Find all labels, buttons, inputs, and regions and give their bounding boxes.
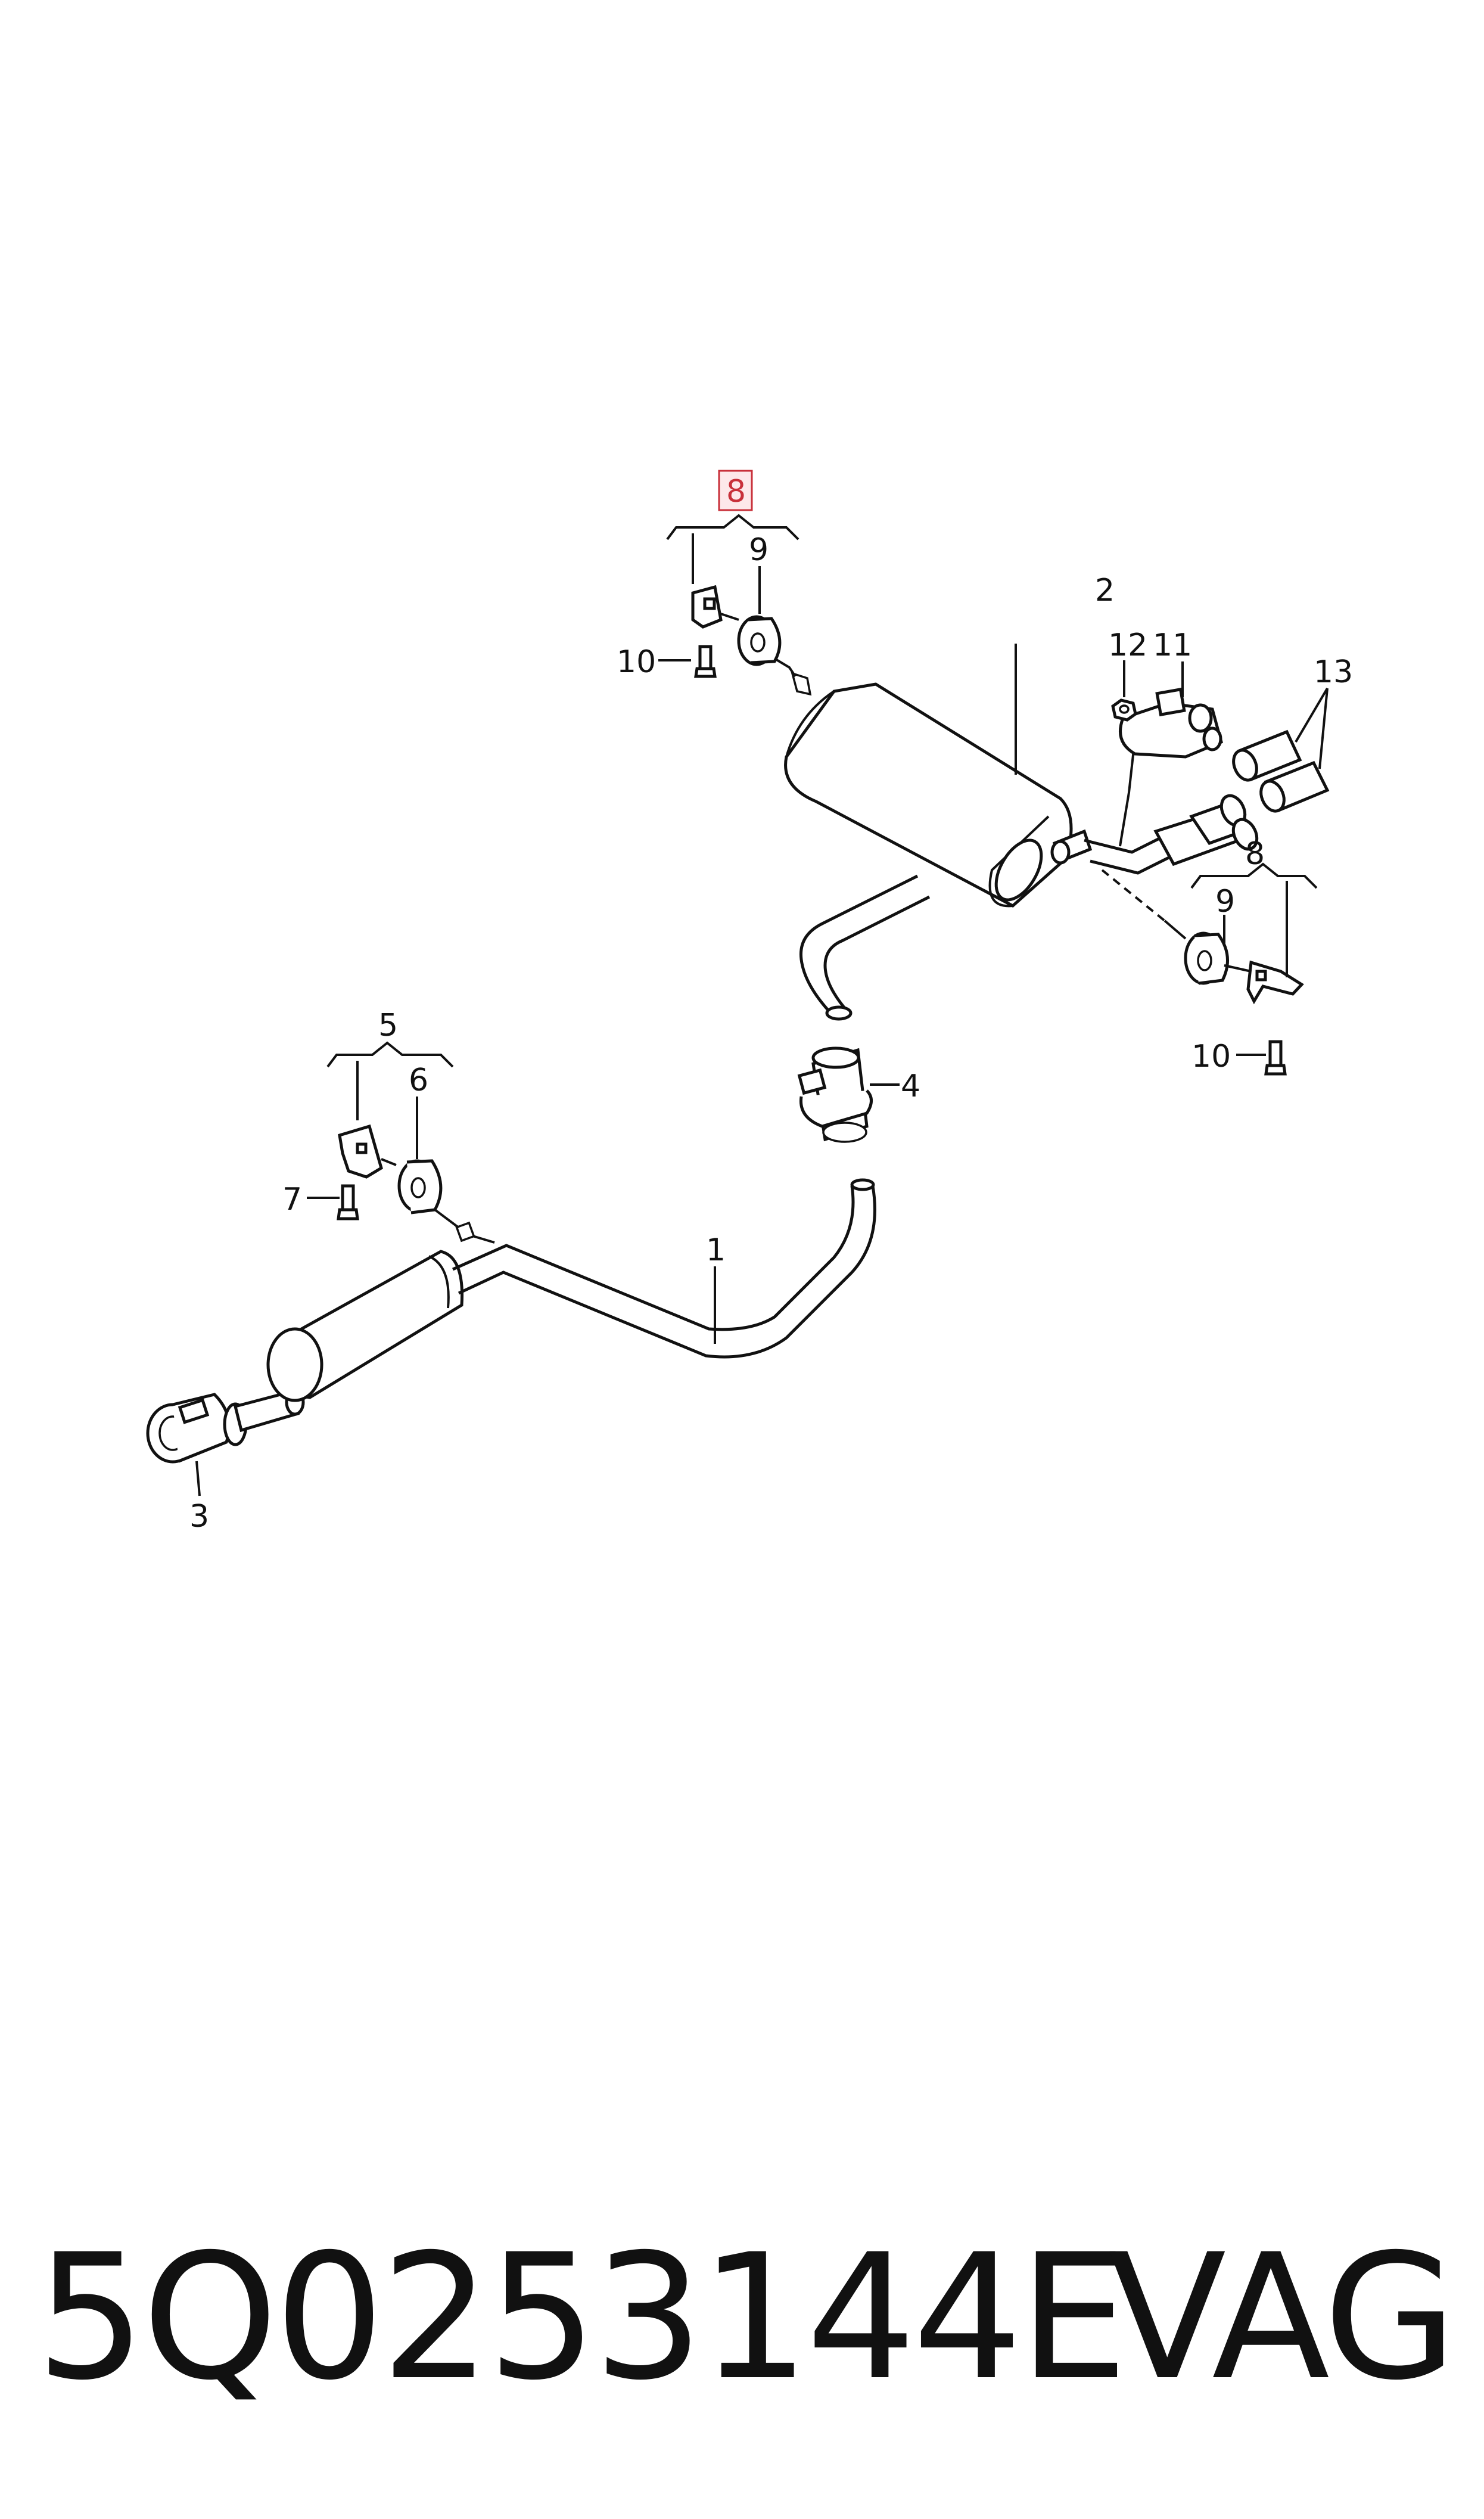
callout-labels: 1 2 3 4 5 6 7 8 8 9 9 10 10 11 12 13 [189,470,1353,1535]
part-number: 5Q0253144E [36,2217,1128,2418]
right-hanger-assembly [1184,862,1318,1076]
callout-8-highlight-box [718,470,753,511]
front-clamp [146,1393,248,1496]
rear-silencer [784,644,1259,1021]
callout-6: 6 [409,1063,428,1098]
callout-11: 11 [1153,628,1192,663]
callout-9-top: 9 [749,532,769,568]
callout-8-top: 8 [726,474,746,510]
top-hanger-assembly [658,514,799,678]
tailpipe-trims [1232,687,1330,813]
callout-7: 7 [282,1182,302,1217]
front-hanger-assembly [307,1041,460,1229]
callout-2: 2 [1095,573,1115,608]
callout-12: 12 [1108,628,1147,663]
part-caption: 5Q0253144E VAG [36,2217,1457,2418]
callout-4: 4 [901,1069,920,1104]
callout-8-right: 8 [1245,836,1265,872]
middle-silencer-pipe [233,1178,876,1433]
callout-10-right: 10 [1191,1039,1231,1074]
callout-10-top: 10 [617,644,656,680]
brand-name: VAG [1108,2217,1457,2418]
rear-connection-clamp [797,1046,900,1143]
callout-3: 3 [189,1499,209,1535]
hex-nut [1111,660,1137,722]
callout-13: 13 [1314,654,1353,690]
callout-5: 5 [378,1008,398,1043]
callout-9-right: 9 [1215,884,1235,920]
callout-1: 1 [706,1232,726,1268]
flap-actuator [1119,661,1223,759]
